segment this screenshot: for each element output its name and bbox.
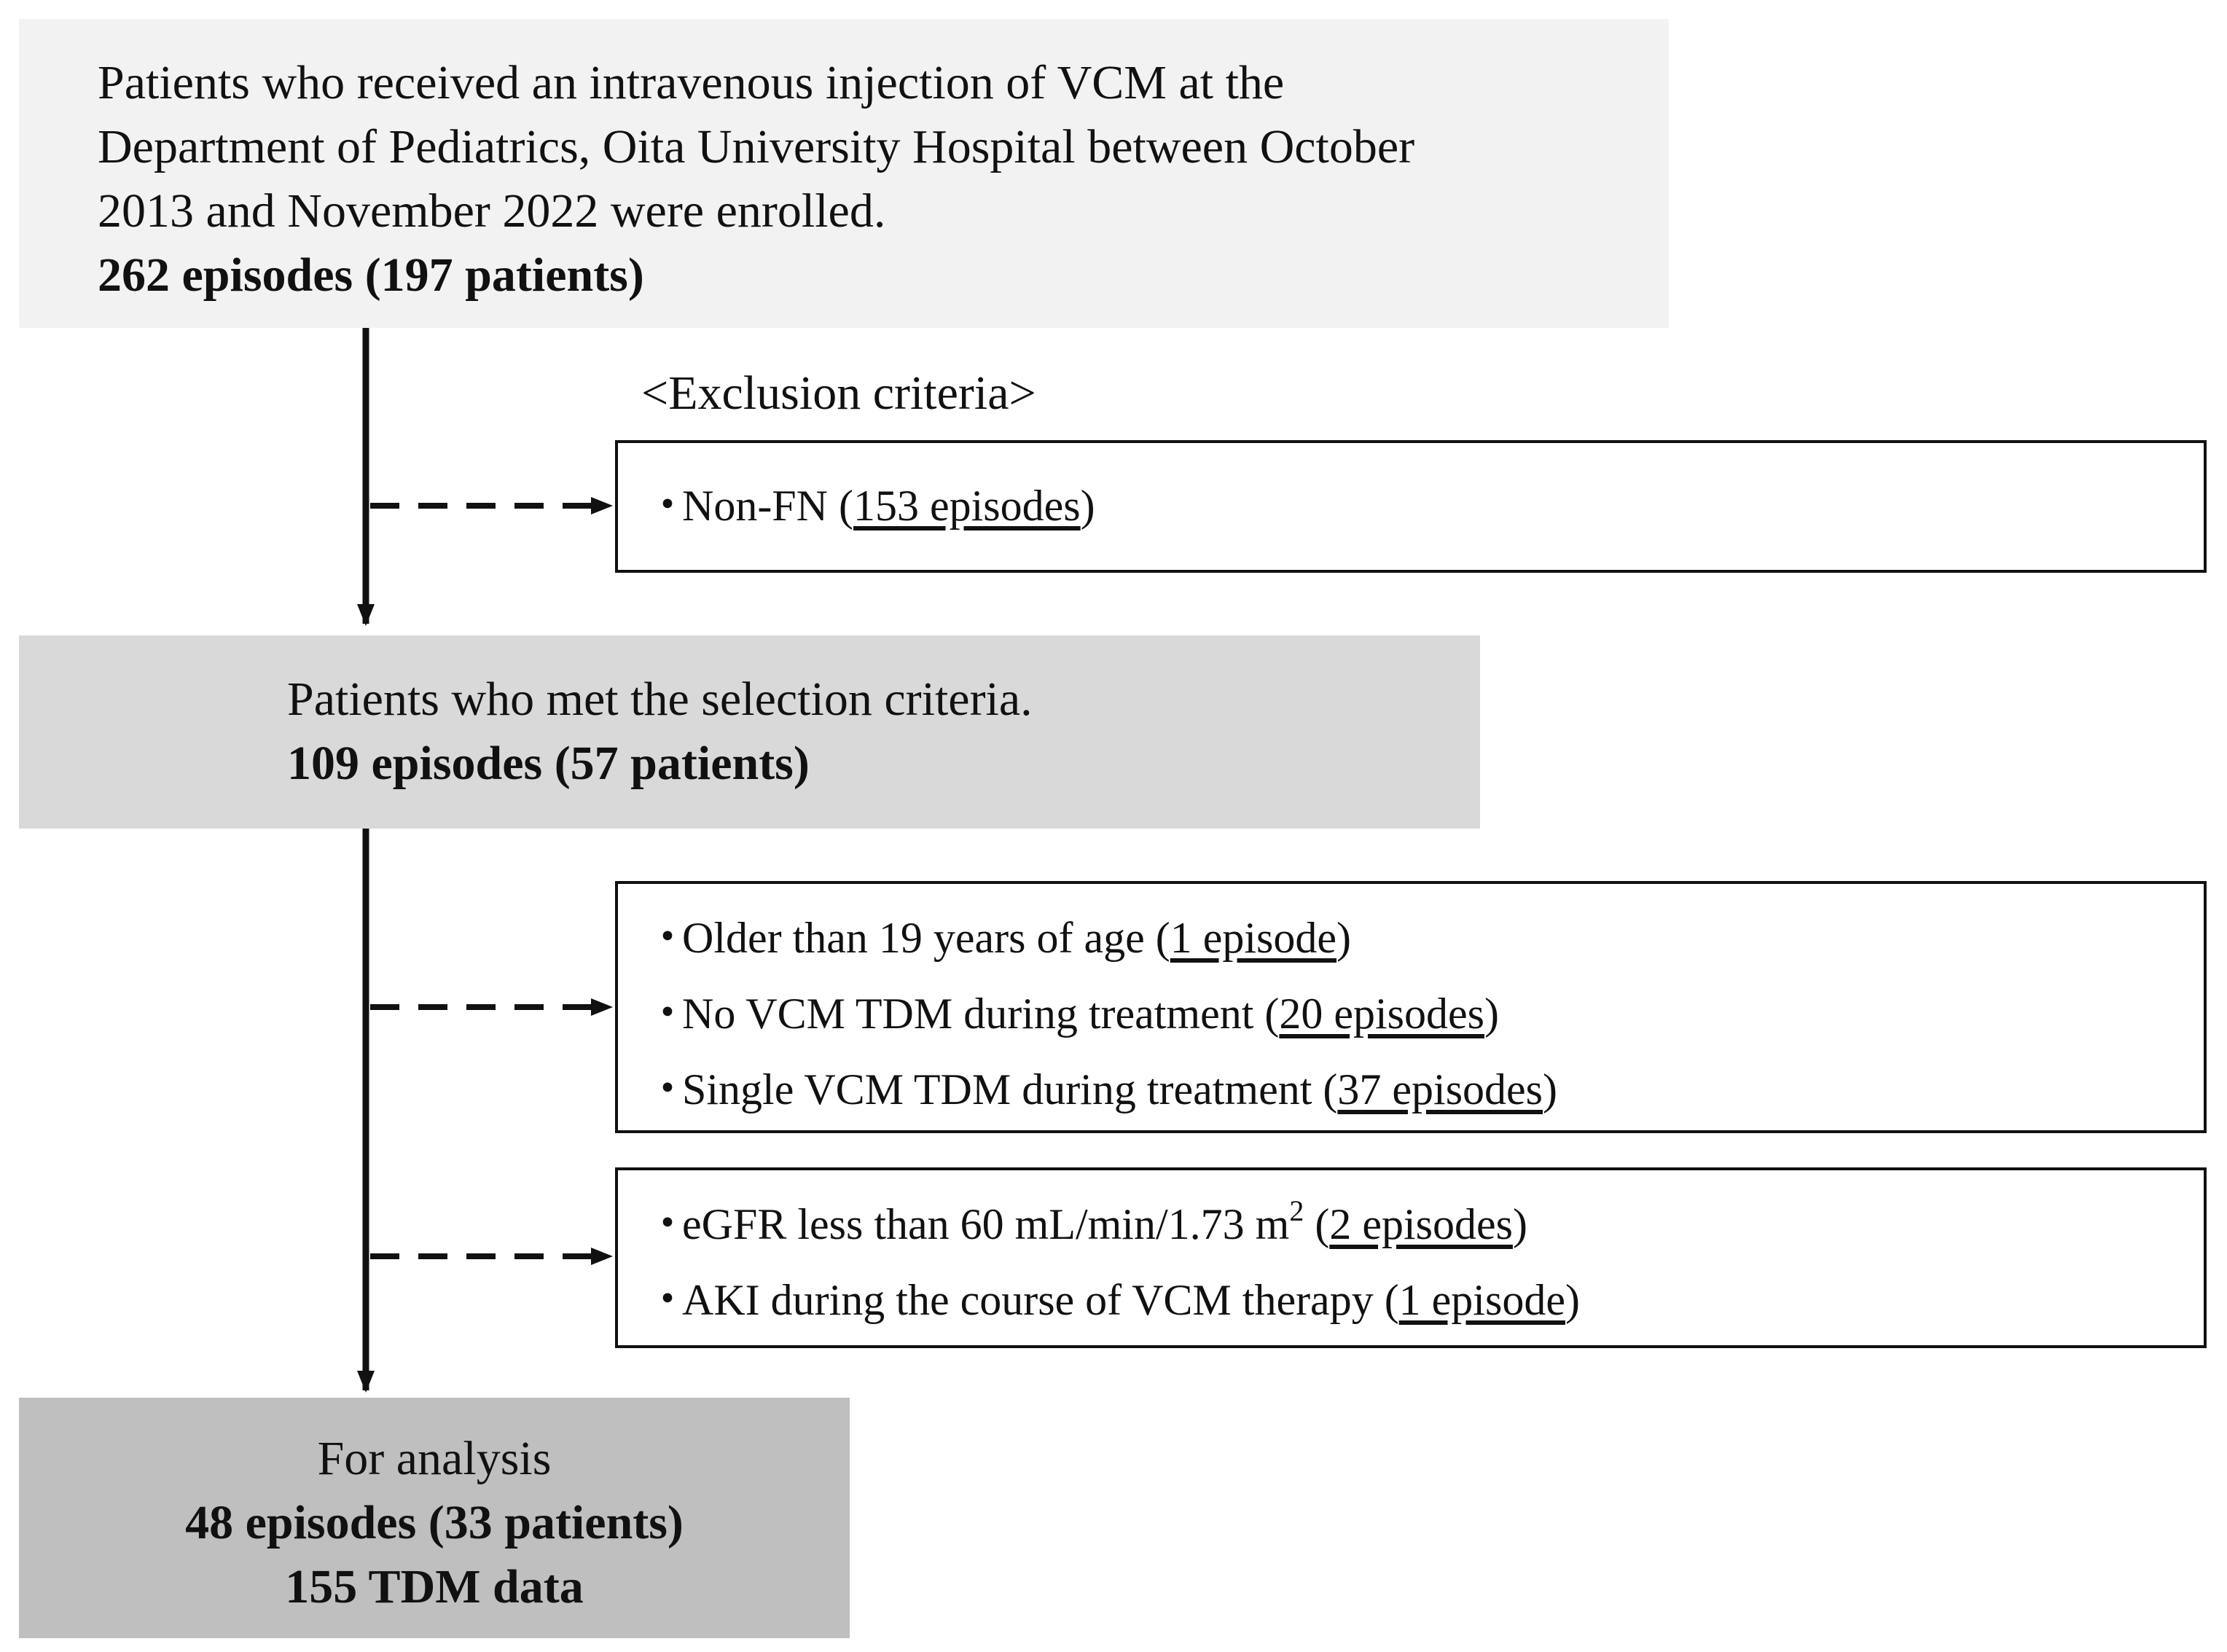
bullet: ・ (646, 482, 689, 530)
exclusion-box-1: ・Non-FN (153 episodes) (615, 440, 2207, 573)
exclusion-close: ) (1080, 482, 1095, 530)
exclusion-count: 2 episodes (1329, 1200, 1513, 1248)
analysis-tdm-count: 155 TDM data (285, 1560, 584, 1613)
exclusion-label: Non-FN ( (682, 482, 853, 530)
exclusion-item: ・AKI during the course of VCM therapy (1… (646, 1262, 2204, 1338)
exclusion-count: 153 episodes (853, 482, 1081, 530)
selection-count: 109 episodes (57 patients) (287, 737, 810, 790)
enrollment-box: Patients who received an intravenous inj… (19, 19, 1669, 328)
exclusion-label: eGFR less than 60 mL/min/1.73 m (682, 1200, 1290, 1248)
bullet: ・ (646, 914, 689, 962)
analysis-title: For analysis (317, 1432, 552, 1485)
exclusion-close: ) (1565, 1276, 1580, 1324)
enrollment-count: 262 episodes (197 patients) (98, 248, 644, 302)
exclusion-box-3: ・eGFR less than 60 mL/min/1.73 m2 (2 epi… (615, 1167, 2207, 1348)
exclusion-label: AKI during the course of VCM therapy ( (682, 1276, 1399, 1324)
analysis-box: For analysis 48 episodes (33 patients) 1… (19, 1398, 850, 1638)
selection-text: Patients who met the selection criteria. (287, 673, 1033, 726)
exclusion-item: ・Single VCM TDM during treatment (37 epi… (646, 1052, 2204, 1127)
exclusion-close: ) (1336, 914, 1351, 962)
enrollment-text-line1: Patients who received an intravenous inj… (98, 56, 1285, 109)
bullet: ・ (646, 1276, 689, 1324)
exclusion-count: 20 episodes (1279, 990, 1485, 1038)
exclusion-open: ( (1304, 1200, 1330, 1248)
exclusion-label: No VCM TDM during treatment ( (682, 990, 1280, 1038)
enrollment-text-line2: Department of Pediatrics, Oita Universit… (98, 120, 1415, 173)
exclusion-close: ) (1484, 990, 1499, 1038)
exclusion-box-2: ・Older than 19 years of age (1 episode) … (615, 881, 2207, 1133)
exclusion-close: ) (1512, 1200, 1527, 1248)
selection-box: Patients who met the selection criteria.… (19, 635, 1480, 829)
exclusion-item: ・Non-FN (153 episodes) (646, 468, 2204, 544)
exclusion-item: ・eGFR less than 60 mL/min/1.73 m2 (2 epi… (646, 1186, 2204, 1262)
bullet: ・ (646, 990, 689, 1038)
exclusion-count: 1 episode (1170, 914, 1337, 962)
analysis-count: 48 episodes (33 patients) (185, 1496, 684, 1549)
superscript: 2 (1289, 1194, 1304, 1227)
exclusion-label: Single VCM TDM during treatment ( (682, 1065, 1338, 1113)
bullet: ・ (646, 1200, 689, 1248)
exclusion-label: Older than 19 years of age ( (682, 914, 1170, 962)
exclusion-close: ) (1543, 1065, 1558, 1113)
enrollment-text-line3: 2013 and November 2022 were enrolled. (98, 184, 886, 238)
exclusion-criteria-title: <Exclusion criteria> (641, 367, 1036, 420)
exclusion-count: 1 episode (1398, 1276, 1565, 1324)
bullet: ・ (646, 1065, 689, 1113)
exclusion-item: ・Older than 19 years of age (1 episode) (646, 900, 2204, 976)
exclusion-count: 37 episodes (1337, 1065, 1543, 1113)
exclusion-item: ・No VCM TDM during treatment (20 episode… (646, 976, 2204, 1052)
